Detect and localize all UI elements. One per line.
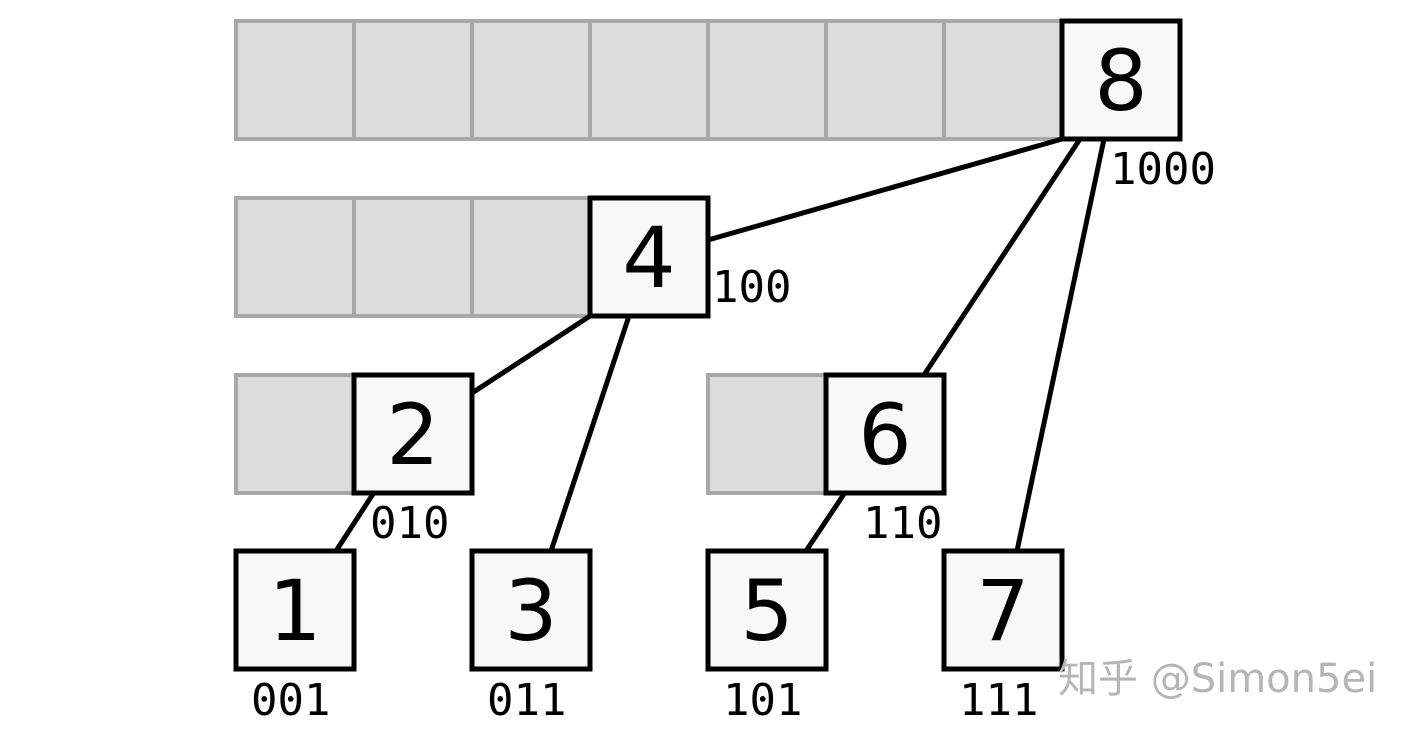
range-cell bbox=[706, 19, 828, 141]
range-cell bbox=[470, 196, 592, 318]
range-cell bbox=[234, 19, 356, 141]
range-cell bbox=[588, 19, 710, 141]
node-6-binary: 110 bbox=[863, 498, 942, 549]
node-2-box bbox=[351, 372, 475, 496]
node-1-binary: 001 bbox=[251, 675, 330, 726]
node-6-label: 6 bbox=[858, 386, 911, 484]
range-cell bbox=[942, 19, 1064, 141]
range-cell bbox=[706, 373, 828, 495]
edge-3-4 bbox=[548, 313, 632, 554]
node-8-label: 8 bbox=[1094, 32, 1147, 130]
node-8-binary: 1000 bbox=[1110, 144, 1216, 195]
node-7-binary: 111 bbox=[959, 675, 1038, 726]
watermark: 知乎 @Simon5ei bbox=[1058, 656, 1377, 702]
node-3-binary: 011 bbox=[487, 675, 566, 726]
node-1-label: 1 bbox=[268, 562, 321, 660]
edge-1-2 bbox=[333, 491, 376, 554]
binary-labels: 1000 100 010 110 001 011 101 111 bbox=[251, 144, 1216, 726]
node-7-label: 7 bbox=[976, 562, 1029, 660]
node-3-label: 3 bbox=[504, 562, 557, 660]
node-4-box bbox=[587, 195, 711, 319]
edge-4-8 bbox=[705, 136, 1065, 243]
edge-6-8 bbox=[921, 136, 1083, 378]
node-5-binary: 101 bbox=[723, 675, 802, 726]
node-4-binary: 100 bbox=[712, 262, 791, 313]
node-6-box bbox=[823, 372, 947, 496]
node-labels: 8 4 2 6 1 3 5 7 bbox=[268, 32, 1147, 660]
node-7-box bbox=[941, 548, 1065, 672]
node-5-box bbox=[705, 548, 829, 672]
range-cell bbox=[824, 19, 946, 141]
node-3-box bbox=[469, 548, 593, 672]
range-cell bbox=[234, 373, 356, 495]
range-cell bbox=[234, 196, 356, 318]
range-cell bbox=[352, 196, 474, 318]
range-cell bbox=[352, 19, 474, 141]
node-2-binary: 010 bbox=[370, 498, 449, 549]
node-1-box bbox=[233, 548, 357, 672]
edge-2-4 bbox=[469, 313, 593, 396]
range-cells bbox=[234, 19, 1064, 495]
range-cell bbox=[470, 19, 592, 141]
edge-7-8 bbox=[1014, 136, 1107, 554]
node-5-label: 5 bbox=[740, 562, 793, 660]
nodes bbox=[233, 18, 1183, 672]
edges bbox=[333, 136, 1107, 554]
edge-5-6 bbox=[803, 491, 847, 554]
node-2-label: 2 bbox=[386, 386, 439, 484]
node-4-label: 4 bbox=[622, 209, 675, 307]
node-8-box bbox=[1059, 18, 1183, 142]
